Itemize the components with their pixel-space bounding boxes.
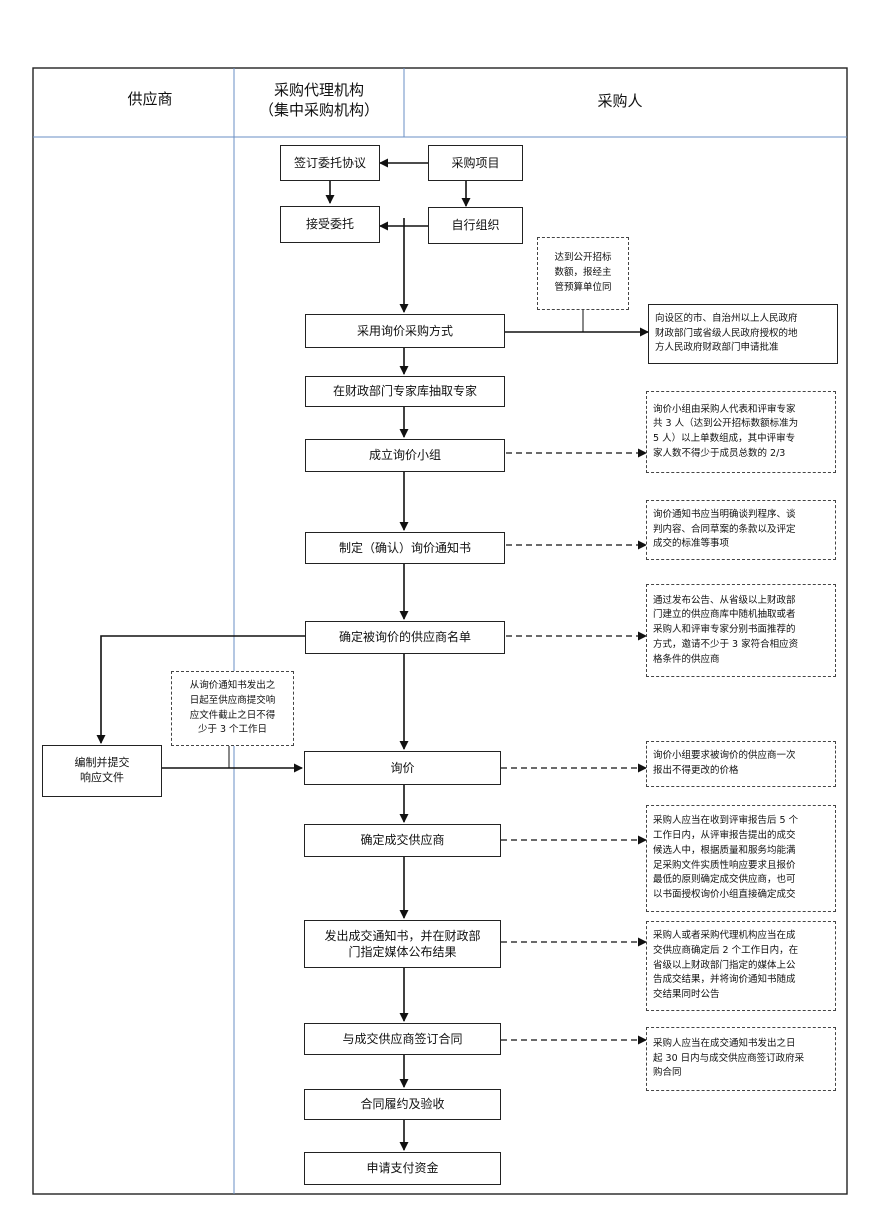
step-payment: 申请支付资金: [304, 1152, 501, 1185]
step-accept: 接受委托: [280, 206, 380, 243]
arrow-list-to-prepare: [96, 635, 306, 744]
step-form-group: 成立询价小组: [305, 439, 505, 472]
step-experts: 在财政部门专家库抽取专家: [305, 376, 505, 407]
step-supplier-list: 确定被询价的供应商名单: [305, 621, 505, 654]
note-one-time-quote: 询价小组要求被询价的供应商一次 报出不得更改的价格: [646, 741, 836, 787]
note-supplier-selection: 通过发布公告、从省级以上财政部 门建立的供应商库中随机抽取或者 采购人和评审专家…: [646, 584, 836, 677]
note-group-composition: 询价小组由采购人代表和评审专家 共 3 人（达到公开招标数额标准为 5 人）以上…: [646, 391, 836, 473]
step-decide-supplier: 确定成交供应商: [304, 824, 501, 857]
step-notice: 制定（确认）询价通知书: [305, 532, 505, 564]
note-publish-rule: 采购人或者采购代理机构应当在成 交供应商确定后 2 个工作日内，在 省级以上财政…: [646, 921, 836, 1011]
step-sign-agreement: 签订委托协议: [280, 145, 380, 181]
step-publish-result: 发出成交通知书，并在财政部 门指定媒体公布结果: [304, 920, 501, 968]
note-threshold: 达到公开招标 数额，报经主 管预算单位同: [537, 237, 629, 310]
step-project: 采购项目: [428, 145, 523, 181]
lane-header-supplier: 供应商: [127, 90, 173, 108]
step-method: 采用询价采购方式: [305, 314, 505, 348]
outer-frame: [32, 67, 848, 1195]
note-decide-rule: 采购人应当在收到评审报告后 5 个 工作日内，从评审报告提出的成交 候选人中，根…: [646, 805, 836, 912]
note-approval: 向设区的市、自治州以上人民政府 财政部门或省级人民政府授权的地 方人民政府财政部…: [648, 304, 838, 364]
note-contract-deadline: 采购人应当在成交通知书发出之日 起 30 日内与成交供应商签订政府采 购合同: [646, 1027, 836, 1091]
step-self-organize: 自行组织: [428, 207, 523, 244]
lane-header-purchaser: 采购人: [597, 92, 643, 110]
note-notice-content: 询价通知书应当明确谈判程序、谈 判内容、合同草案的条款以及评定 成交的标准等事项: [646, 500, 836, 560]
lane-header-agency: 采购代理机构 （集中采购机构）: [258, 81, 379, 120]
step-inquiry: 询价: [304, 751, 501, 785]
step-perform-accept: 合同履约及验收: [304, 1089, 501, 1120]
step-prepare-response: 编制并提交 响应文件: [42, 745, 162, 797]
note-response-deadline: 从询价通知书发出之 日起至供应商提交响 应文件截止之日不得 少于 3 个工作日: [171, 671, 294, 746]
step-sign-contract: 与成交供应商签订合同: [304, 1023, 501, 1055]
